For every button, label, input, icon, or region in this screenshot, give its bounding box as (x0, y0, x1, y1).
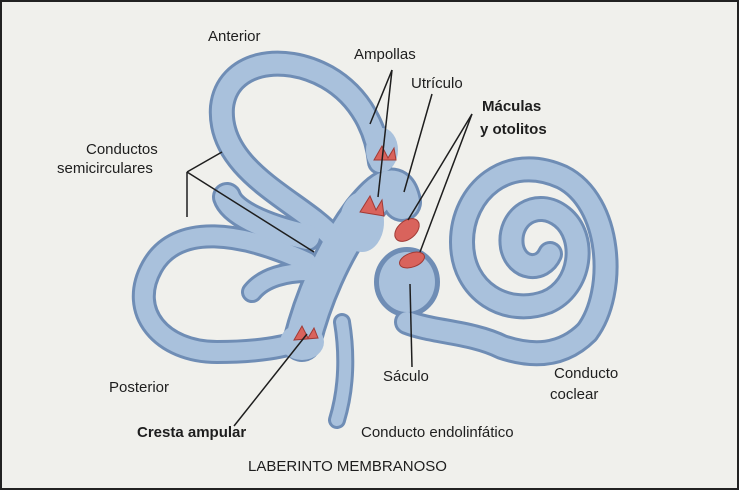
saccular-macula (399, 251, 425, 269)
label-conducto-coclear-line1: Conducto (554, 365, 619, 382)
label-anterior: Anterior (208, 28, 261, 45)
utricular-macula (394, 218, 420, 242)
label-utriculo: Utrículo (411, 75, 463, 92)
sensory-patches (293, 144, 425, 341)
label-ampollas: Ampollas (354, 46, 416, 63)
ampulla-crest-lateral (359, 194, 385, 217)
label-maculas-line1: Máculas (482, 98, 542, 115)
label-conductos-line2: semicirculares (57, 160, 153, 177)
saccule (379, 252, 435, 312)
ampulla-crest-posterior (293, 324, 319, 341)
figure-caption: LABERINTO MEMBRANOSO (248, 458, 447, 475)
label-maculas-line2: y otolitos (480, 121, 547, 138)
utricle (340, 192, 384, 252)
label-cresta-ampular: Cresta ampular (137, 424, 247, 441)
label-conducto-coclear-line2: coclear (550, 386, 599, 403)
label-saculo: Sáculo (383, 368, 429, 385)
leader-lines (186, 69, 473, 427)
label-posterior: Posterior (109, 379, 170, 396)
label-conducto-endolinfatico: Conducto endolinfático (361, 424, 514, 441)
ampulla-crest-anterior (373, 144, 397, 161)
label-conductos-line1: Conductos (86, 141, 158, 158)
